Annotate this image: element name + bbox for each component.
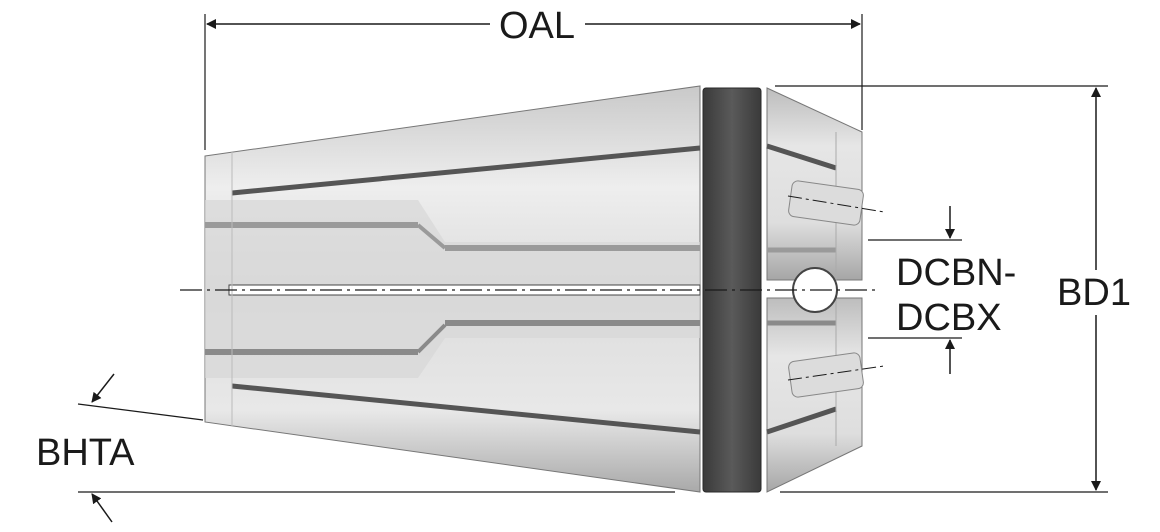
- collet-slot: [231, 145, 701, 196]
- oal-label: OAL: [499, 5, 575, 47]
- nose-slot: [766, 143, 837, 171]
- bhta-dimension: BHTA: [36, 373, 675, 523]
- dcbx-label: DCBX: [896, 297, 1002, 339]
- angle-arrow: [91, 373, 115, 403]
- coolant-port: [788, 180, 864, 226]
- bore-edge-line: [416, 223, 447, 250]
- collet-slot: [231, 383, 701, 435]
- port-axis-line: [787, 365, 885, 381]
- dcbn-label: DCBN-: [896, 252, 1016, 294]
- bd1-dimension: BD1: [775, 85, 1131, 493]
- dcbn-dcbx-dimension: DCBN- DCBX: [868, 206, 1016, 374]
- bore-edge-line: [416, 323, 447, 354]
- collet-body: [204, 85, 701, 493]
- oal-dimension: OAL: [204, 5, 863, 150]
- collet-nose: [766, 87, 864, 493]
- port-axis-line: [787, 195, 885, 213]
- angle-arrow: [91, 493, 113, 523]
- nose-slot: [766, 406, 837, 435]
- extension-line: [77, 403, 204, 421]
- bd1-label: BD1: [1057, 272, 1131, 314]
- bhta-label: BHTA: [36, 432, 135, 474]
